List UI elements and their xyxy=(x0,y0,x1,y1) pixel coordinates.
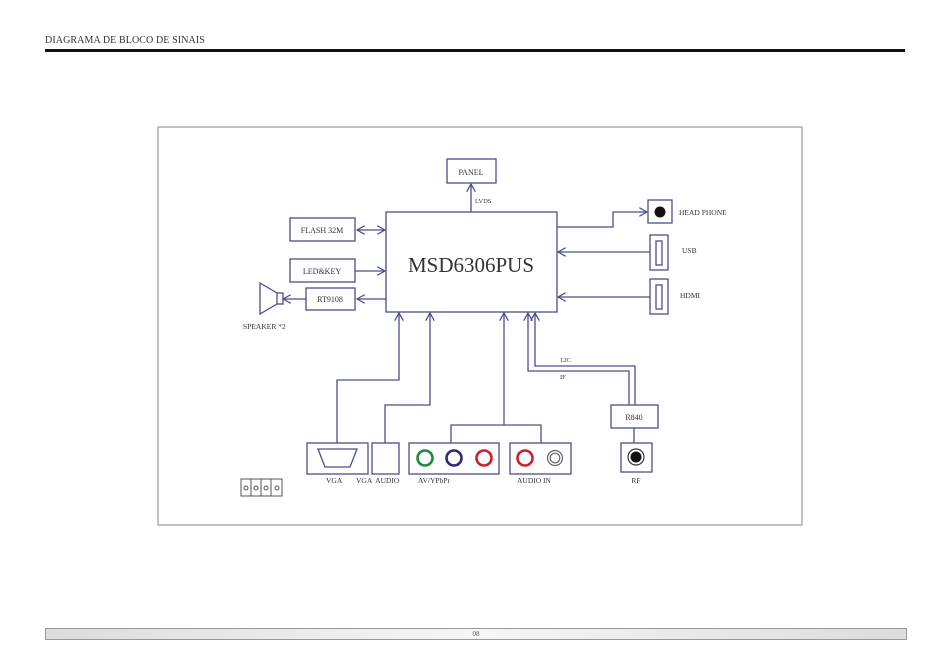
vga-connector-icon xyxy=(317,448,358,468)
panel-label: PANEL xyxy=(458,168,483,177)
usb-label: USB xyxy=(682,246,697,255)
vga-audio-label: VGA AUDIO xyxy=(356,476,400,485)
hdmi-label: HDMI xyxy=(680,291,701,300)
header-rule xyxy=(45,49,905,52)
panel-box xyxy=(446,158,497,184)
flash-label: FLASH 32M xyxy=(301,226,343,235)
page-number: 08 xyxy=(472,630,480,638)
av-box xyxy=(408,442,500,475)
vga-label: VGA xyxy=(326,476,343,485)
vga-line xyxy=(336,313,399,443)
lvds-label: LVDS xyxy=(475,198,492,205)
av-jack-blue-icon xyxy=(445,449,463,467)
headphone-box xyxy=(647,199,673,224)
if-line xyxy=(528,313,630,405)
av-label: AV/YPbPr xyxy=(418,476,450,485)
rf-jack-center-icon xyxy=(630,451,642,463)
rf-jack-icon xyxy=(627,448,645,466)
speaker-cone-icon xyxy=(259,281,278,316)
tuner-label: R840 xyxy=(625,413,642,422)
vga-box xyxy=(306,442,369,475)
led-key-label: LED&KEY xyxy=(303,267,341,276)
audio-in-red-icon xyxy=(516,449,534,467)
if-label: IF xyxy=(560,374,566,381)
audio-in-label: AUDIO IN xyxy=(517,476,552,485)
rf-box xyxy=(620,442,653,473)
headphone-label: HEAD PHONE xyxy=(679,208,727,217)
audio-in-box xyxy=(509,442,572,475)
main-chip-box xyxy=(385,211,558,313)
i2c-label: 12C xyxy=(560,357,571,364)
av-bus-line xyxy=(450,424,542,443)
rf-label: RF xyxy=(631,476,640,485)
page-title: DIAGRAMA DE BLOCO DE SINAIS xyxy=(45,35,205,46)
amp-label: RT9108 xyxy=(317,295,343,304)
av-jack-red-icon xyxy=(475,449,493,467)
i2c-line xyxy=(535,313,636,405)
diagram-frame xyxy=(157,126,803,526)
four-pin-connector-icon xyxy=(240,478,283,497)
flash-box xyxy=(289,217,356,242)
main-chip-label: MSD6306PUS xyxy=(408,253,534,277)
av-jack-green-icon xyxy=(416,449,434,467)
speaker-label: SPEAKER *2 xyxy=(243,322,286,331)
hdmi-port-icon xyxy=(655,284,663,310)
vga-audio-line xyxy=(384,313,430,443)
usb-port-icon xyxy=(655,240,663,266)
audio-in-white-inner-icon xyxy=(549,452,561,464)
headphone-jack-icon xyxy=(654,206,666,218)
vga-audio-box xyxy=(371,442,400,475)
audio-in-white-icon xyxy=(546,449,564,467)
headphone-line xyxy=(557,212,647,228)
speaker-icon xyxy=(276,292,284,305)
footer-bar: 08 xyxy=(45,628,907,640)
